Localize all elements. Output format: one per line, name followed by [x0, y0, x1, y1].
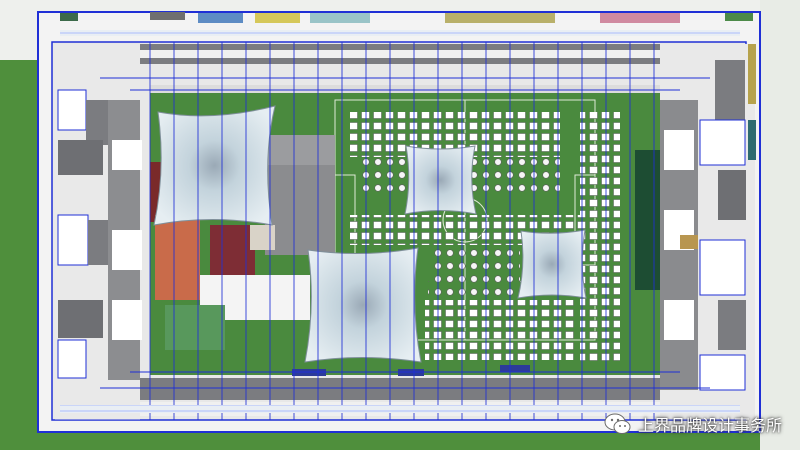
watermark-text: 上界品牌设计事务所 — [637, 416, 782, 435]
wireframe-lines — [149, 42, 655, 420]
seat-column-right — [580, 112, 620, 362]
right-door-mark — [680, 235, 698, 249]
courtyard-top-edge — [150, 85, 660, 93]
right-facade — [660, 44, 756, 420]
right-background — [760, 0, 800, 450]
watermark: 上界品牌设计事务所 — [604, 412, 782, 436]
canopies — [153, 105, 587, 363]
bottom-roof-band — [58, 378, 748, 400]
wechat-icon — [604, 413, 631, 434]
table-block-middle — [430, 246, 520, 281]
bottom-railing — [60, 405, 740, 413]
seat-block-bottom — [425, 300, 575, 360]
right-green-wall — [635, 150, 660, 290]
wireframe-horizontal — [52, 41, 746, 421]
canopy-left — [153, 105, 276, 226]
left-facade — [55, 44, 142, 420]
canopy-right — [517, 229, 587, 299]
top-walkway — [140, 50, 720, 58]
top-railing — [60, 30, 740, 36]
canopy-bottom — [304, 247, 422, 363]
top-facade-panels — [60, 12, 753, 23]
canopy-top-center — [404, 145, 477, 215]
left-inner-buildings — [150, 162, 310, 350]
